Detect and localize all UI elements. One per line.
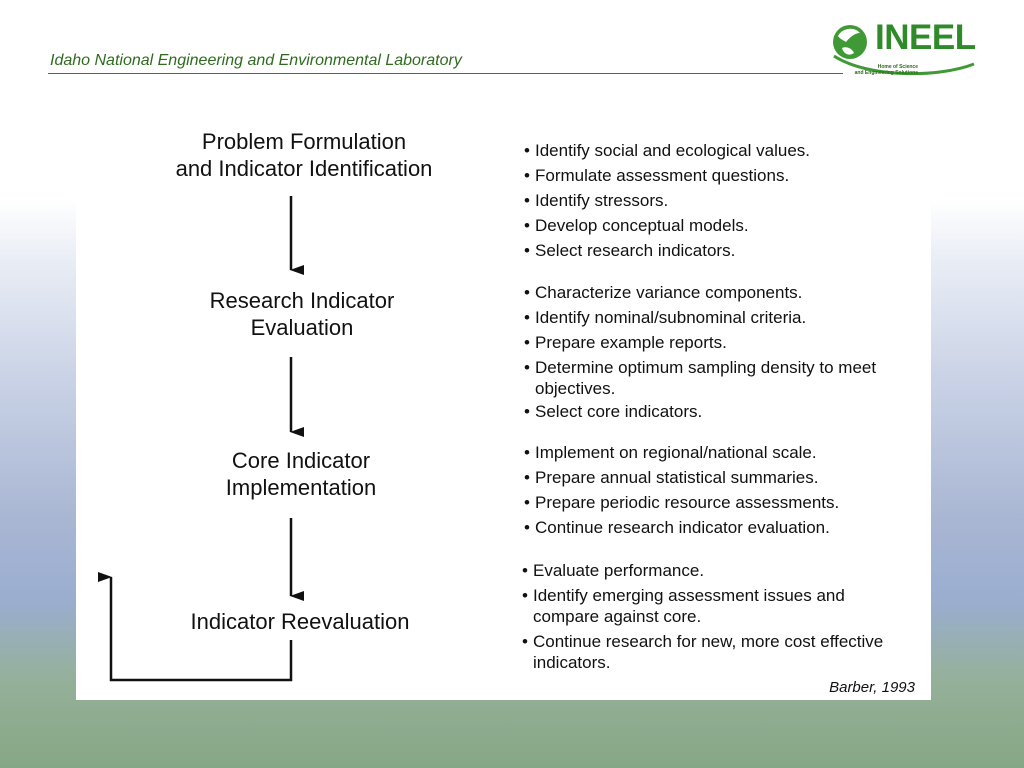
stage-research-indicator-evaluation: Research Indicator Evaluation [209, 288, 395, 340]
stage-core-indicator-implementation: Core Indicator Implementation [225, 448, 377, 500]
stage-indicator-reevaluation: Indicator Reevaluation [190, 609, 410, 634]
logo-tagline: Home of Science and Engineering Solution… [854, 64, 918, 76]
list-item: Select core indicators. [524, 401, 904, 422]
list-item: Identify emerging assessment issues and … [522, 585, 912, 627]
list-item: Evaluate performance. [522, 560, 912, 581]
diagram-panel: Problem Formulation and Indicator Identi… [76, 112, 931, 700]
list-item: Identify stressors. [524, 190, 904, 211]
bullet-group-4: Evaluate performance. Identify emerging … [522, 560, 912, 677]
list-item: Prepare example reports. [524, 332, 904, 353]
list-item: Identify social and ecological values. [524, 140, 904, 161]
list-item: Implement on regional/national scale. [524, 442, 904, 463]
globe-icon [833, 25, 975, 76]
list-item: Select research indicators. [524, 240, 904, 261]
feedback-loop [98, 572, 293, 682]
list-item: Continue research indicator evaluation. [524, 517, 904, 538]
bullet-group-1: Identify social and ecological values. F… [524, 140, 904, 265]
flow-arrows [98, 196, 304, 682]
list-item: Prepare annual statistical summaries. [524, 467, 904, 488]
list-item: Determine optimum sampling density to me… [524, 357, 904, 399]
header-title: Idaho National Engineering and Environme… [50, 52, 462, 69]
list-item: Prepare periodic resource assessments. [524, 492, 904, 513]
list-item: Develop conceptual models. [524, 215, 904, 236]
logo-wordmark: INEEL [875, 18, 976, 57]
list-item: Identify nominal/subnominal criteria. [524, 307, 904, 328]
bullet-group-3: Implement on regional/national scale. Pr… [524, 442, 904, 542]
ineel-logo: INEEL Home of Science and Engineering So… [828, 18, 978, 78]
slide-header: Idaho National Engineering and Environme… [0, 0, 1024, 112]
stage-problem-formulation: Problem Formulation and Indicator Identi… [175, 129, 433, 181]
citation: Barber, 1993 [829, 679, 915, 696]
list-item: Continue research for new, more cost eff… [522, 631, 912, 673]
header-divider [48, 73, 843, 74]
bullet-group-2: Characterize variance components. Identi… [524, 282, 904, 426]
list-item: Formulate assessment questions. [524, 165, 904, 186]
list-item: Characterize variance components. [524, 282, 904, 303]
